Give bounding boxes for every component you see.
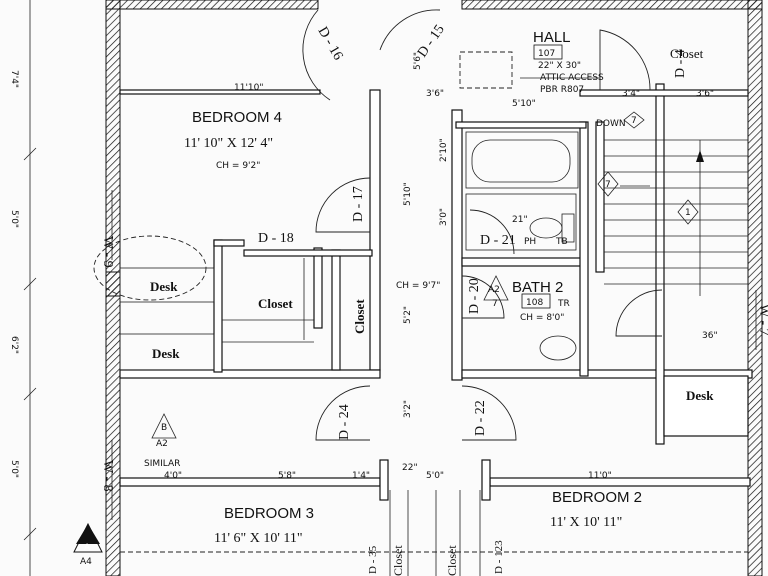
window-w9: W - 9 — [100, 236, 115, 268]
dim-22: 22" — [402, 463, 418, 473]
tag-diamond-2: 1 — [685, 208, 691, 218]
window-w7: W - 7 — [756, 304, 768, 336]
dim-2-10: 2'10" — [439, 138, 449, 162]
similar-label: SIMILAR — [144, 459, 180, 469]
dim-36: 36" — [702, 331, 718, 341]
room-hall-code: 107 — [538, 49, 555, 59]
sink — [539, 335, 577, 361]
dim-5-6: 5'6" — [413, 52, 423, 70]
stairs — [604, 139, 748, 296]
dim-3-6b: 3'6" — [696, 89, 714, 99]
room-bedroom3-size: 11' 6" X 10' 11" — [214, 531, 303, 546]
door-d24: D - 24 — [337, 404, 352, 440]
window-w8: W - 8 — [100, 460, 115, 492]
tag-a2-top: A2 — [488, 285, 500, 295]
room-bath2-code: 108 — [526, 298, 543, 308]
detail-tag-triangles — [73, 111, 699, 553]
stairs-down-label: DOWN — [596, 119, 626, 129]
dim-3-6a: 3'6" — [426, 89, 444, 99]
toilet — [529, 213, 575, 243]
interior-walls — [119, 83, 753, 501]
tag-a-a4: A4 — [80, 557, 92, 567]
left-dim-5-0a: 5'0" — [9, 210, 19, 228]
attic-access-outline — [459, 51, 513, 89]
tag-b-a2: A2 — [156, 439, 168, 449]
tr-label: TR — [557, 299, 570, 309]
bedroom4-closet-label: Closet — [258, 296, 293, 311]
tb-label: TB — [555, 237, 568, 247]
exterior-walls — [105, 0, 763, 576]
door-d22: D - 22 — [473, 400, 488, 436]
left-dim-6-2: 6'2" — [9, 336, 19, 354]
door-d123: D - 123 — [493, 540, 505, 574]
ph-label: PH — [524, 237, 536, 247]
door-d4: D - 4 — [673, 49, 688, 78]
door-d18: D - 18 — [258, 231, 294, 246]
window-markers — [111, 190, 757, 520]
attic-size-label: 22" X 30" — [538, 61, 581, 71]
left-dim-5-0b: 5'0" — [9, 460, 19, 478]
lower-closet-label-1: Closet — [391, 545, 405, 576]
tag-b: B — [161, 423, 167, 433]
left-dimension-line — [23, 0, 37, 576]
desk-label-2: Desk — [152, 346, 180, 361]
dim-3-2: 3'2" — [403, 400, 413, 418]
door-d21: D - 21 — [480, 233, 516, 248]
lower-closet-label-2: Closet — [445, 545, 459, 576]
dim-5-2: 5'2" — [403, 306, 413, 324]
closet-shelving — [222, 258, 341, 370]
dim-11-10: 11'10" — [234, 83, 264, 93]
desk-label-3: Desk — [686, 388, 714, 403]
shower — [465, 193, 577, 251]
door-d17: D - 17 — [351, 186, 366, 222]
room-bedroom3: BEDROOM 3 — [224, 505, 314, 522]
hall-closet-label: Closet — [670, 46, 704, 61]
dim-5-8: 5'8" — [278, 471, 296, 481]
attic-spec-label: PBR R807 — [540, 85, 584, 95]
tag-diamond-1: 7 — [605, 180, 611, 190]
room-bedroom4-size: 11' 10" X 12' 4" — [184, 136, 273, 151]
tag-diamond-3: 7 — [631, 116, 637, 126]
door-swings — [302, 9, 663, 441]
room-bath2: BATH 2 — [512, 279, 563, 296]
tag-a-top: A — [84, 543, 91, 553]
desk-boxes — [119, 267, 215, 371]
dim-11-0: 11'0" — [588, 471, 612, 481]
door-d20: D - 20 — [467, 278, 482, 314]
door-d16: D - 16 — [315, 25, 346, 63]
bedroom4-closet-vertical-label: Closet — [352, 299, 367, 334]
room-bedroom4-ceiling: CH = 9'2" — [216, 161, 260, 171]
corridor-ceiling-label: CH = 9'7" — [396, 281, 440, 291]
tag-a2-bottom: 7 — [492, 299, 498, 309]
dim-5-0: 5'0" — [426, 471, 444, 481]
lower-corridor — [120, 490, 748, 576]
left-dim-7-4: 7'4" — [9, 70, 19, 88]
bathtub — [465, 131, 579, 189]
dim-21: 21" — [512, 215, 528, 225]
dim-5-10: 5'10" — [512, 99, 536, 109]
room-bedroom2-size: 11' X 10' 11" — [550, 515, 622, 530]
dim-4-0: 4'0" — [164, 471, 182, 481]
room-hall: HALL — [533, 29, 571, 46]
dim-3-4: 3'4" — [622, 89, 640, 99]
dim-1-4: 1'4" — [352, 471, 370, 481]
room-bedroom2: BEDROOM 2 — [552, 489, 642, 506]
attic-access-label: ATTIC ACCESS — [540, 73, 604, 83]
room-bath2-ceiling: CH = 8'0" — [520, 313, 564, 323]
door-d35: D - 35 — [367, 545, 379, 574]
room-bedroom4: BEDROOM 4 — [192, 109, 282, 126]
dim-3-0: 3'0" — [439, 208, 449, 226]
desk-label-1: Desk — [150, 279, 178, 294]
dim-5-10-vertical: 5'10" — [403, 182, 413, 206]
window-bay-outline — [93, 235, 207, 301]
